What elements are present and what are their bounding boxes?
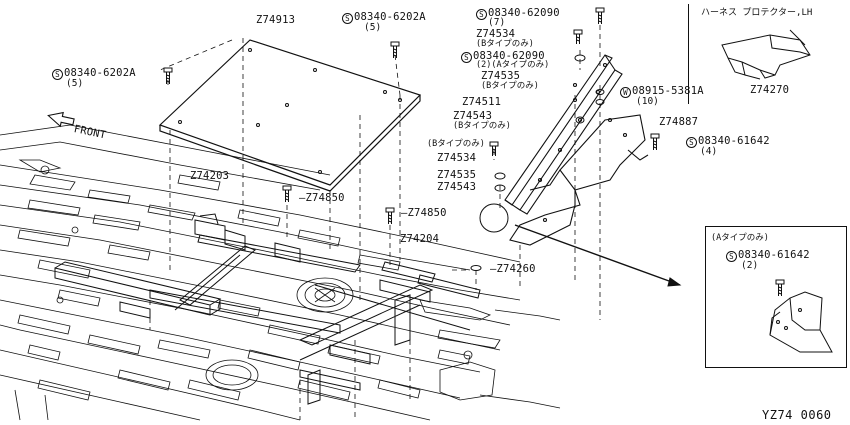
type-note: (Aタイプのみ)	[491, 60, 550, 70]
bolt-qty: (10)	[636, 96, 659, 107]
bolt-icon	[385, 207, 395, 224]
bolt-qty: (5)	[66, 78, 84, 89]
washer-icon	[574, 54, 586, 62]
harness-title: ハーネス プロテクター,LH	[701, 8, 813, 18]
circled-s-icon: S	[461, 52, 472, 63]
diagram-code: YZ74 0060	[762, 408, 832, 422]
callout-circle	[479, 203, 509, 233]
circled-s-icon: S	[686, 137, 697, 148]
bolt-number: 08340-6202A	[64, 67, 136, 79]
bolt-qty: (5)	[364, 22, 382, 33]
washer-icon	[494, 172, 506, 180]
type-note: (Aタイプのみ)	[711, 233, 769, 243]
part-label-z74204: Z74204	[400, 233, 440, 245]
part-number: Z74850	[407, 207, 447, 219]
part-label-z74534: Z74534	[476, 28, 516, 40]
type-note: (Bタイプのみ)	[476, 39, 534, 49]
type-note: (Bタイプのみ)	[427, 139, 485, 149]
part-label-z74850: —Z74850	[401, 207, 447, 219]
clip-icon	[575, 116, 585, 124]
circled-s-icon: S	[476, 9, 487, 20]
part-label-z74850: —Z74850	[299, 192, 345, 204]
type-note: (Bタイプのみ)	[481, 81, 539, 91]
circled-w-icon: W	[620, 87, 631, 98]
detail-box-a-type	[705, 226, 847, 368]
part-label-z74913: Z74913	[256, 14, 296, 26]
bolt-qty: (2)	[476, 60, 492, 70]
arrow-head	[667, 277, 682, 287]
bolt-qty: (4)	[700, 146, 718, 157]
bolt-icon	[282, 185, 292, 202]
clip-icon	[494, 184, 506, 192]
part-label-z74534: Z74534	[437, 152, 477, 164]
part-label-z74887: Z74887	[659, 116, 699, 128]
fasteners	[163, 7, 785, 296]
cover-z74887	[509, 114, 649, 246]
harness-protector-drawing	[721, 29, 811, 80]
part-label-z74270: Z74270	[750, 84, 790, 96]
part-number: Z74260	[496, 263, 536, 275]
bracket-z74511	[504, 54, 623, 215]
bolt-number: 08340-62090	[488, 7, 560, 19]
detail-cover-drawing	[769, 291, 833, 353]
part-number: Z74850	[305, 192, 345, 204]
circled-s-icon: S	[726, 251, 737, 262]
bolt-icon	[390, 41, 400, 58]
circled-s-icon: S	[342, 13, 353, 24]
front-arrow-icon	[47, 111, 75, 128]
bolt-number: 08340-62090	[473, 50, 545, 62]
part-label-z74203: Z74203	[190, 170, 230, 182]
part-label-z74543: Z74543	[453, 110, 493, 122]
bolt-icon	[489, 141, 499, 156]
bolt-icon	[573, 29, 583, 44]
part-label-z74260: —Z74260	[490, 263, 536, 275]
bolt-number: 08915-5381A	[632, 85, 704, 97]
type-note-qty: (2)(Aタイプのみ)	[476, 61, 549, 70]
part-label-z74543: Z74543	[437, 181, 477, 193]
floor-rails	[54, 213, 481, 405]
bolt-number: 08340-61642	[738, 249, 810, 261]
washer-icon	[595, 99, 605, 105]
washer-icon	[595, 89, 605, 95]
dashed-leaders	[149, 25, 601, 420]
circled-s-icon: S	[52, 69, 63, 80]
part-label-z74511: Z74511	[462, 96, 502, 108]
type-note: (Bタイプのみ)	[453, 121, 511, 131]
bolt-icon	[163, 67, 173, 84]
bolt-number: 08340-61642	[698, 135, 770, 147]
bolt-icon	[650, 133, 660, 150]
part-label-z74535: Z74535	[437, 169, 477, 181]
bolt-number: 08340-6202A	[354, 11, 426, 23]
bolt-icon	[595, 7, 605, 24]
bolt-qty: (7)	[488, 17, 506, 28]
floor-pan	[0, 124, 561, 421]
bolt-qty: (2)	[741, 260, 759, 271]
grommet-icon	[470, 265, 482, 271]
callout-arrow	[514, 224, 681, 286]
bolt-icon	[775, 279, 785, 296]
part-label-z74535: Z74535	[481, 70, 521, 82]
harness-protector-box	[688, 4, 847, 104]
